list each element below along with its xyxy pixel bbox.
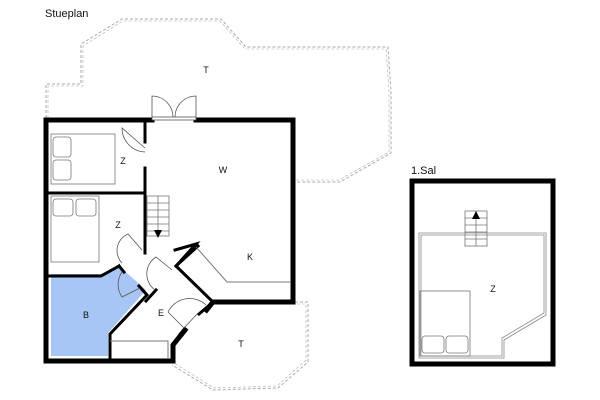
room-label-bedroom-1: Z [120,156,126,166]
bedroom-1-door [121,127,146,153]
bathroom-door [117,271,141,298]
room-label-terrace-north: T [203,65,209,75]
room-label-bathroom: B [82,310,90,320]
ground-floor-stairs [146,195,170,238]
first-floor-stairs [464,210,488,247]
room-label-entrance: E [157,308,165,318]
hall-door [146,256,173,291]
bathroom-fill [51,266,146,356]
terrace-double-door [151,95,197,121]
loft-bed [419,290,471,357]
bedroom-2-door [116,233,143,264]
first-floor-walls [409,178,556,367]
room-label-bedroom-2: Z [115,220,121,230]
ground-floor-walls [43,117,296,364]
room-label-living-room: W [218,165,228,175]
room-label-loft-bedroom: Z [490,284,496,294]
entrance-bench [110,340,169,358]
bedroom-1-bed [50,133,116,185]
first-floor-title: 1.Sal [411,165,437,177]
ground-floor-title: Stueplan [45,8,89,20]
entrance-door [167,298,207,329]
bedroom-2-bed [50,195,100,263]
terrace-south-outline [171,301,309,391]
entrance-wall-stubs [178,300,215,338]
room-label-kitchen: K [246,252,254,262]
terrace-north-outline [45,18,392,183]
room-label-terrace-south: T [238,339,244,349]
kitchen-counter [195,246,290,283]
